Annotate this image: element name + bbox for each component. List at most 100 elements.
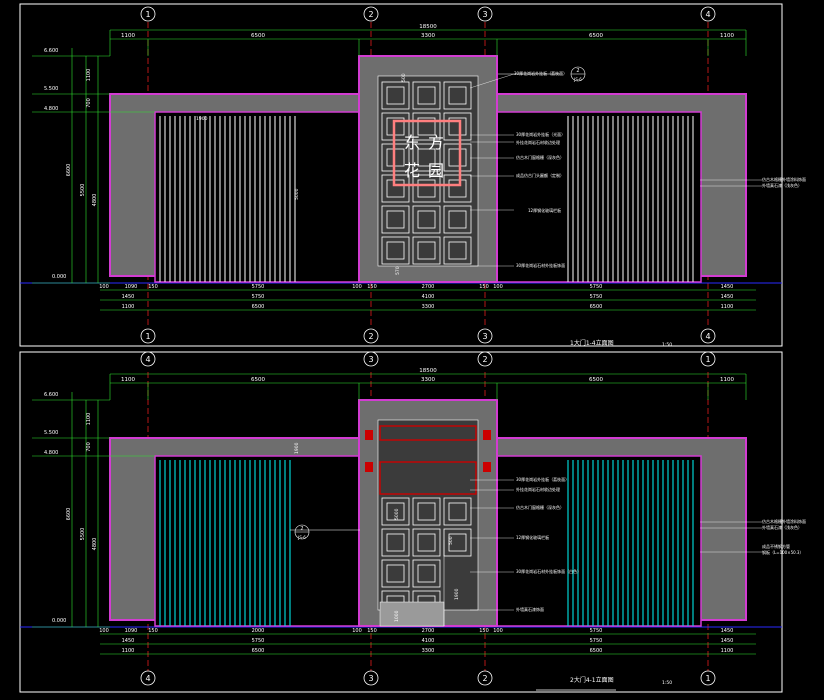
lattice-square	[443, 174, 472, 203]
svg-text:1100: 1100	[720, 33, 734, 39]
svg-text:1000: 1000	[394, 610, 400, 622]
lattice-square-inner	[417, 533, 436, 552]
svg-text:仿古木格栅外墙涂料饰面: 仿古木格栅外墙涂料饰面	[762, 176, 806, 182]
svg-text:6500: 6500	[251, 377, 265, 383]
lattice-square	[412, 81, 441, 110]
grid-bubble	[477, 670, 493, 686]
left-vertical-dims-bottom: 1100 700 6600 5500 4800	[66, 413, 98, 551]
grid-bubble	[140, 328, 156, 344]
svg-text:JS-6: JS-6	[573, 77, 582, 82]
grid-bubble	[363, 328, 379, 344]
svg-text:5750: 5750	[252, 638, 265, 644]
svg-text:仿古木门窗格栅（深灰色）: 仿古木门窗格栅（深灰色）	[516, 154, 564, 160]
lattice-square	[443, 236, 472, 265]
svg-text:500: 500	[401, 73, 407, 82]
svg-text:外墙真石漆（浅灰色）: 外墙真石漆（浅灰色）	[762, 524, 802, 530]
lattice-square-inner	[417, 564, 436, 583]
notes-top: 30厚花岗岩外挂板（荔枝面） 30厚花岗岩外挂板（光面） 外挂花岗岩石材收边处理…	[514, 70, 806, 268]
total-dim-bottom: 18500	[419, 368, 437, 374]
lattice-square	[381, 143, 410, 172]
lattice-square-inner	[448, 117, 467, 136]
svg-text:5750: 5750	[590, 638, 603, 644]
notes-bottom: 30厚花岗岩外挂板（荔枝面） 外挂花岗岩石材收边处理 仿古木门窗格栅（深灰色） …	[516, 476, 806, 612]
lattice-square-inner	[417, 86, 436, 105]
svg-text:100: 100	[99, 284, 109, 290]
svg-text:2700: 2700	[422, 284, 435, 290]
grid-bubble	[700, 670, 716, 686]
grid-bubble-label: 4	[705, 10, 710, 19]
dims-top-row: 1100 6500 3300 6500 1100	[121, 33, 734, 39]
svg-text:100: 100	[493, 284, 503, 290]
lattice-square	[412, 559, 441, 588]
sheet-frame-top	[19, 3, 783, 347]
svg-text:30厚花岗岩外挂板（荔枝面）: 30厚花岗岩外挂板（荔枝面）	[516, 476, 569, 482]
red-fret-band-bottom	[379, 425, 477, 441]
dims-bottom-row-1-bottom: 100 1090 150 2000 100 150 2700 150 100 5…	[99, 628, 733, 634]
svg-text:5750: 5750	[252, 294, 265, 300]
svg-text:6.600: 6.600	[44, 48, 58, 54]
small-dims-top: 1900 5000 500 570	[196, 73, 407, 275]
dims-bottom-row-3-bottom: 1100 6500 3300 6500 1100	[122, 648, 734, 654]
dimension-lines-top	[32, 29, 756, 311]
svg-text:1090: 1090	[125, 284, 138, 290]
svg-text:6500: 6500	[589, 33, 603, 39]
grid-bubble-label: 4	[705, 332, 710, 341]
lattice-square	[412, 205, 441, 234]
svg-text:仿古木格栅外墙涂料饰面: 仿古木格栅外墙涂料饰面	[762, 518, 806, 524]
svg-text:150: 150	[367, 284, 377, 290]
grid-bubble	[477, 351, 493, 367]
lattice-square	[443, 143, 472, 172]
dims-bottom-row-2-bottom: 1450 5750 4100 5750 1450	[122, 638, 734, 644]
grid-bubble	[700, 6, 716, 22]
svg-text:1450: 1450	[122, 638, 135, 644]
gate-leaf-bottom	[379, 601, 445, 627]
sign-char-4: 园	[428, 161, 444, 180]
svg-text:12厚钢化玻璃栏板: 12厚钢化玻璃栏板	[528, 207, 561, 213]
lattice-square	[412, 236, 441, 265]
lattice-square	[412, 528, 441, 557]
svg-text:1100: 1100	[122, 304, 135, 310]
small-dims-bottom: 1900 5000 500 1900 1000	[294, 442, 460, 622]
grid-bubble-label: 4	[145, 355, 150, 364]
lattice-square-inner	[448, 210, 467, 229]
lattice-square-inner	[386, 564, 405, 583]
lattice-square-inner	[417, 179, 436, 198]
svg-text:1100: 1100	[86, 69, 92, 82]
grid-bubble-label: 1	[145, 332, 150, 341]
svg-text:6500: 6500	[252, 304, 265, 310]
svg-text:2: 2	[576, 68, 579, 74]
svg-text:570: 570	[395, 266, 401, 275]
sign-board-top	[392, 119, 462, 187]
svg-text:0.000: 0.000	[52, 274, 66, 280]
grid-bubble	[363, 670, 379, 686]
lattice-square-inner	[448, 86, 467, 105]
svg-text:1100: 1100	[121, 33, 135, 39]
grid-bubble-label: 2	[368, 332, 373, 341]
lattice-square-inner	[386, 179, 405, 198]
dims-top-row-bottom: 1100 6500 3300 6500 1100	[121, 377, 734, 383]
svg-text:30厚花岗岩外挂板（荔枝面）: 30厚花岗岩外挂板（荔枝面）	[514, 70, 567, 76]
svg-text:6500: 6500	[251, 33, 265, 39]
svg-text:5750: 5750	[252, 284, 265, 290]
lattice-square-inner	[386, 117, 405, 136]
left-vertical-dims-top: 1100 700 6600 5500 4800	[66, 69, 98, 207]
central-gate-inner-bottom	[377, 419, 479, 611]
svg-text:1450: 1450	[721, 638, 734, 644]
lattice-square	[412, 497, 441, 526]
svg-text:1900: 1900	[454, 588, 460, 600]
lattice-square-inner	[448, 241, 467, 260]
svg-text:6500: 6500	[590, 648, 603, 654]
svg-text:150: 150	[479, 628, 489, 634]
svg-text:5.500: 5.500	[44, 86, 58, 92]
drawing-scale-top: 1:50	[662, 342, 672, 348]
drawing-scale-bottom: 1:50	[662, 680, 672, 686]
grid-bubble-label: 1	[705, 674, 710, 683]
elevation-top: 东 方 花 园 18500 1100	[19, 3, 806, 353]
left-panel-bottom	[159, 460, 291, 626]
elevation-bottom: 18500 1100 6500 3300 6500 1100 100 1090 …	[19, 351, 806, 693]
elevation-labels-top: 6.600 5.500 4.800 0.000	[44, 48, 66, 280]
sign-char-2: 方	[428, 133, 444, 152]
sign-char-1: 东	[404, 133, 420, 152]
